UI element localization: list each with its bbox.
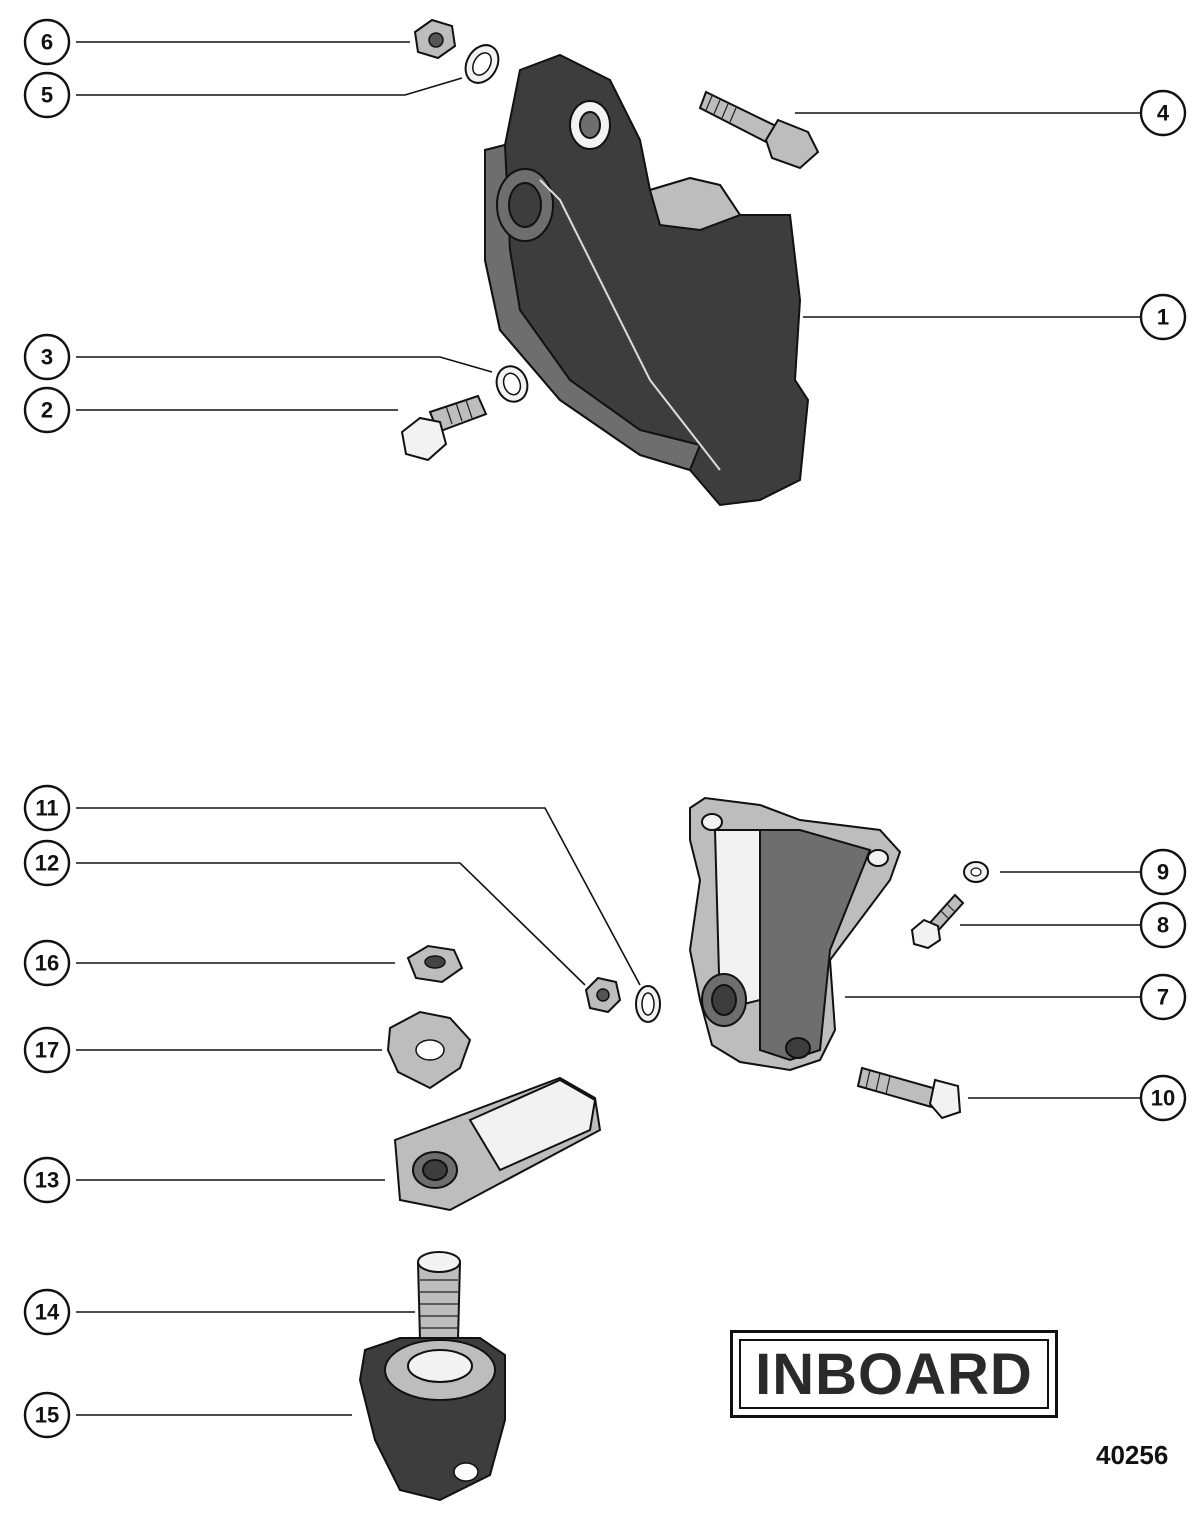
callout-1: 1 xyxy=(1139,293,1187,341)
callout-6-number: 6 xyxy=(41,30,53,55)
callout-9: 9 xyxy=(1139,848,1187,896)
callout-7: 7 xyxy=(1139,973,1187,1021)
figure-number: 40256 xyxy=(1096,1440,1169,1470)
callout-17-number: 17 xyxy=(35,1038,59,1063)
callout-7-number: 7 xyxy=(1157,985,1169,1010)
part-7-front-mount-bracket xyxy=(688,796,902,1072)
callout-9-number: 9 xyxy=(1157,860,1169,885)
callout-12: 12 xyxy=(23,839,71,887)
callout-10-number: 10 xyxy=(1151,1086,1175,1111)
callout-11: 11 xyxy=(23,784,71,832)
inboard-label: INBOARD xyxy=(755,1341,1033,1407)
part-17-lock-tab xyxy=(386,1010,472,1090)
part-12-hex-nut xyxy=(584,976,622,1014)
part-5-lock-washer xyxy=(464,44,500,84)
part-8-bolt xyxy=(910,893,965,950)
callout-12-number: 12 xyxy=(35,851,59,876)
callout-2: 2 xyxy=(23,386,71,434)
part-11-lock-washer xyxy=(635,985,661,1023)
callout-14: 14 xyxy=(23,1288,71,1336)
callout-5: 5 xyxy=(23,71,71,119)
callout-13-number: 13 xyxy=(35,1168,59,1193)
part-3-lock-washer xyxy=(495,365,529,403)
inboard-label-frame: INBOARD xyxy=(739,1339,1049,1409)
part-9-washer xyxy=(963,861,989,883)
part-2-bolt xyxy=(400,394,488,462)
callout-4-number: 4 xyxy=(1157,101,1170,126)
leader-3 xyxy=(76,356,493,373)
callout-5-number: 5 xyxy=(41,83,53,108)
callout-8-number: 8 xyxy=(1157,913,1169,938)
callout-16-number: 16 xyxy=(35,951,59,976)
part-15-rubber-mount xyxy=(358,1337,506,1502)
callout-15: 15 xyxy=(23,1391,71,1439)
part-14-stud xyxy=(416,1251,462,1341)
callout-1-number: 1 xyxy=(1157,305,1169,330)
callout-2-number: 2 xyxy=(41,398,53,423)
callout-4: 4 xyxy=(1139,89,1187,137)
callout-10: 10 xyxy=(1139,1074,1187,1122)
callout-3-number: 3 xyxy=(41,345,53,370)
part-1-rear-mount-bracket xyxy=(484,53,810,507)
callout-11-number: 11 xyxy=(35,796,58,821)
callout-17: 17 xyxy=(23,1026,71,1074)
callout-13: 13 xyxy=(23,1156,71,1204)
part-4-bolt xyxy=(698,90,820,170)
callout-6: 6 xyxy=(23,18,71,66)
part-10-bolt xyxy=(856,1066,962,1120)
callout-14-number: 14 xyxy=(35,1300,60,1325)
callout-15-number: 15 xyxy=(35,1403,59,1428)
leader-5 xyxy=(76,77,463,96)
callout-16: 16 xyxy=(23,939,71,987)
part-16-hex-nut xyxy=(406,944,464,984)
part-13-trunnion xyxy=(393,1076,602,1212)
part-6-hex-nut xyxy=(413,18,457,60)
inboard-label-box: INBOARD xyxy=(730,1330,1058,1418)
callout-3: 3 xyxy=(23,333,71,381)
leader-11 xyxy=(76,807,641,986)
callout-8: 8 xyxy=(1139,901,1187,949)
leader-12 xyxy=(76,862,586,986)
